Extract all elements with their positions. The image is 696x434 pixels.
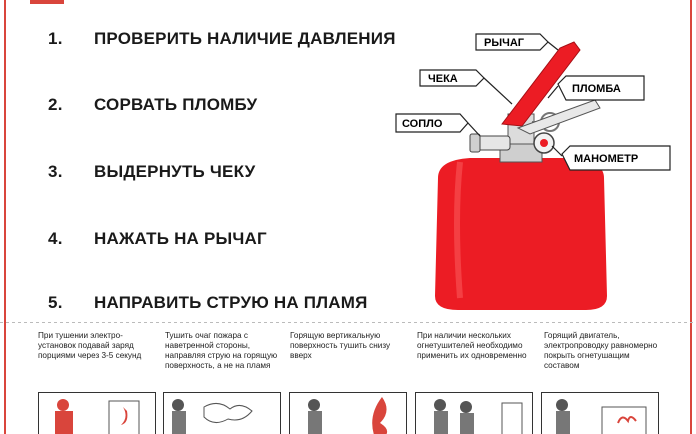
wind-spray-icon <box>172 399 253 434</box>
tips-divider <box>0 322 696 323</box>
usage-tips: При тушении электро-установок подавай за… <box>0 322 696 434</box>
step-text: НАЖАТЬ НА РЫЧАГ <box>94 229 267 248</box>
label-nozzle: СОПЛО <box>402 118 443 130</box>
step-2: 2. СОРВАТЬ ПЛОМБУ <box>48 91 257 119</box>
tip-3: Горящую вертикальную поверхность тушить … <box>290 331 391 360</box>
step-number: 5. <box>48 293 63 312</box>
label-seal: ПЛОМБА <box>572 83 621 95</box>
illustration-panel-3 <box>289 392 407 434</box>
illustration-panel-5 <box>541 392 659 434</box>
step-text: НАПРАВИТЬ СТРУЮ НА ПЛАМЯ <box>94 293 368 312</box>
tip-2: Тушить очаг пожара с наветренной стороны… <box>165 331 278 370</box>
callout-pin <box>419 69 513 105</box>
tip-5: Горящий двигатель, электропроводку равно… <box>544 331 658 370</box>
illustration-panel-2 <box>163 392 281 434</box>
callout-lever <box>475 33 559 51</box>
extinguisher-diagram: РЫЧАГ ЧЕКА ПЛОМБА СОПЛО МАНОМЕТР <box>395 33 671 310</box>
illustration-panel-4 <box>415 392 533 434</box>
lever-handles <box>501 41 601 135</box>
label-pin: ЧЕКА <box>428 73 458 85</box>
tip-4: При наличии нескольких огнетушителей нео… <box>417 331 527 360</box>
frame-top-accent <box>30 0 64 4</box>
illustration-panels <box>0 392 696 434</box>
label-gauge: МАНОМЕТР <box>574 153 638 165</box>
step-1: 1. ПРОВЕРИТЬ НАЛИЧИЕ ДАВЛЕНИЯ <box>48 25 396 53</box>
step-5: 5. НАПРАВИТЬ СТРУЮ НА ПЛАМЯ <box>48 289 368 317</box>
instruction-steps: 1. ПРОВЕРИТЬ НАЛИЧИЕ ДАВЛЕНИЯ 2. СОРВАТЬ… <box>48 25 396 317</box>
callout-nozzle <box>395 113 481 137</box>
callout-seal <box>547 75 645 101</box>
tip-1: При тушении электро-установок подавай за… <box>38 331 142 360</box>
step-text: ПРОВЕРИТЬ НАЛИЧИЕ ДАВЛЕНИЯ <box>94 29 396 48</box>
engine-fire-icon <box>556 399 647 434</box>
extinguisher-body <box>435 158 607 310</box>
step-number: 1. <box>48 29 63 48</box>
label-lever: РЫЧАГ <box>484 37 525 49</box>
step-text: СОРВАТЬ ПЛОМБУ <box>94 95 258 114</box>
frame-left-border <box>4 0 6 434</box>
step-text: ВЫДЕРНУТЬ ЧЕКУ <box>94 162 256 181</box>
step-number: 2. <box>48 95 63 114</box>
vertical-surface-icon <box>308 397 388 434</box>
callout-gauge <box>551 145 671 171</box>
step-number: 4. <box>48 229 63 248</box>
step-3: 3. ВЫДЕРНУТЬ ЧЕКУ <box>48 158 255 186</box>
multiple-extinguishers-icon <box>434 399 523 434</box>
illustration-panel-1 <box>38 392 156 434</box>
step-4: 4. НАЖАТЬ НА РЫЧАГ <box>48 225 267 253</box>
frame-right-border <box>690 0 692 434</box>
step-number: 3. <box>48 162 63 181</box>
person-extinguisher-icon <box>55 399 140 434</box>
